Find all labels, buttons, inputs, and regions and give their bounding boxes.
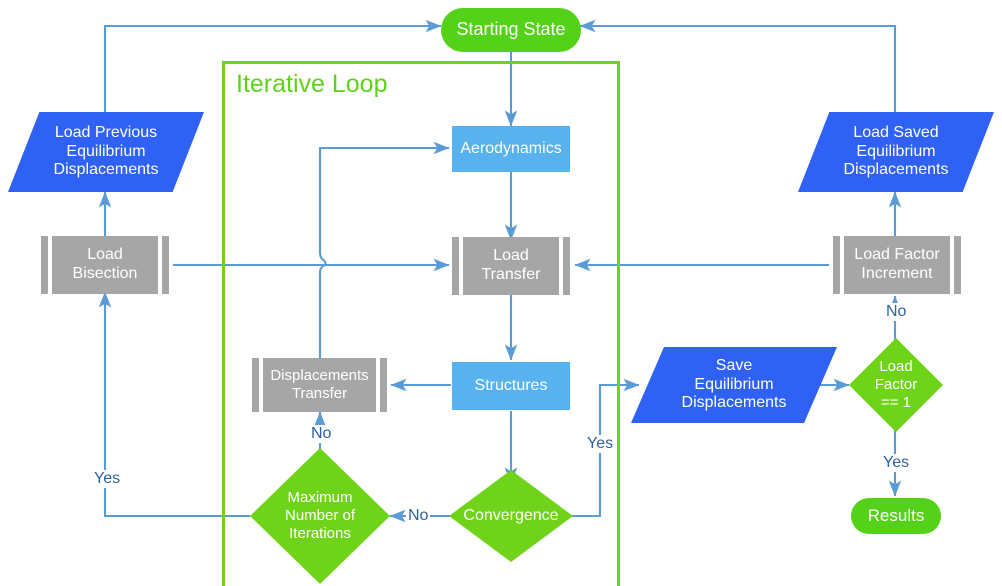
- parallelogram-shape: [8, 112, 204, 192]
- node-results[interactable]: Results: [851, 498, 941, 534]
- node-convergence[interactable]: Convergence: [449, 470, 573, 562]
- node-starting-state[interactable]: Starting State: [441, 8, 581, 52]
- iterative-loop-title: Iterative Loop: [236, 70, 388, 98]
- edge-label-yes-convergence: Yes: [585, 435, 616, 453]
- edge-label-no-maxiter: No: [309, 425, 334, 443]
- iterative-loop-group: [222, 61, 620, 586]
- edge-loadsaved-to-start: [579, 19, 897, 112]
- edge-loadprev-to-start: [103, 19, 442, 112]
- edge-label-no-convergence: No: [406, 507, 431, 525]
- node-structures[interactable]: Structures: [452, 362, 570, 410]
- node-aerodynamics[interactable]: Aerodynamics: [452, 126, 570, 172]
- node-aerodynamics-label: Aerodynamics: [460, 139, 562, 157]
- node-results-label: Results: [867, 505, 925, 525]
- node-convergence-label: Convergence: [463, 506, 559, 524]
- edge-disptransfer-to-aero: [318, 141, 450, 358]
- edge-label-yes-loadfactor: Yes: [881, 454, 912, 472]
- edge-label-yes-left: Yes: [92, 470, 123, 488]
- parallelogram-shape: [798, 112, 994, 192]
- node-structures-label: Structures: [474, 376, 548, 394]
- parallelogram-shape: [631, 347, 837, 423]
- edge-maxiter-yes-to-bisection: [98, 291, 250, 518]
- node-starting-state-label: Starting State: [456, 19, 566, 40]
- edge-label-no-loadfactor: No: [884, 303, 909, 321]
